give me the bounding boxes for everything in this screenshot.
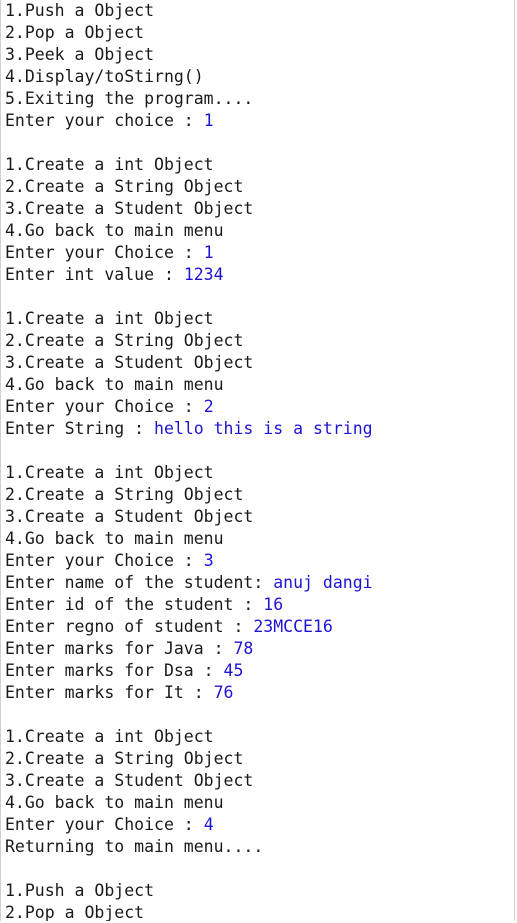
console-line: 4.Display/toStirng() bbox=[5, 66, 514, 88]
console-text: 2.Create a String Object bbox=[5, 749, 244, 768]
console-prompt: Enter marks for It : bbox=[5, 683, 214, 702]
console-prompt: Enter your Choice : bbox=[5, 397, 204, 416]
console-line: 3.Create a Student Object bbox=[5, 352, 514, 374]
console-line bbox=[5, 132, 514, 154]
console-text: 1.Create a int Object bbox=[5, 309, 214, 328]
console-line: Enter your choice : 1 bbox=[5, 110, 514, 132]
console-prompt: Enter String : bbox=[5, 419, 155, 438]
user-input: 2 bbox=[203, 397, 214, 416]
console-line: 4.Go back to main menu bbox=[5, 528, 514, 550]
console-prompt: Enter regno of student : bbox=[5, 617, 254, 636]
console-line: Enter regno of student : 23MCCE16 bbox=[5, 616, 514, 638]
console-text: 3.Create a Student Object bbox=[5, 353, 254, 372]
console-line: Enter marks for Dsa : 45 bbox=[5, 660, 514, 682]
console-line: 2.Create a String Object bbox=[5, 330, 514, 352]
console-line: Enter int value : 1234 bbox=[5, 264, 514, 286]
console-line: 1.Create a int Object bbox=[5, 462, 514, 484]
console-prompt: Enter marks for Dsa : bbox=[5, 661, 224, 680]
console-line: 4.Go back to main menu bbox=[5, 374, 514, 396]
console-text: 1.Create a int Object bbox=[5, 727, 214, 746]
user-input: 1234 bbox=[183, 265, 224, 284]
user-input: 78 bbox=[233, 639, 254, 658]
user-input: 3 bbox=[203, 551, 214, 570]
console-prompt: Enter your Choice : bbox=[5, 551, 204, 570]
console-text: 2.Pop a Object bbox=[5, 903, 145, 921]
console-line: 1.Push a Object bbox=[5, 0, 514, 22]
console-prompt: Enter your choice : bbox=[5, 111, 204, 130]
console-text: 5.Exiting the program.... bbox=[5, 89, 254, 108]
user-input: 1 bbox=[203, 243, 214, 262]
console-line: 2.Pop a Object bbox=[5, 902, 514, 921]
console-line: 2.Pop a Object bbox=[5, 22, 514, 44]
console-text: 1.Push a Object bbox=[5, 1, 155, 20]
console-line bbox=[5, 440, 514, 462]
console-line bbox=[5, 858, 514, 880]
console-line: 2.Create a String Object bbox=[5, 176, 514, 198]
console-line: 3.Peek a Object bbox=[5, 44, 514, 66]
console-text: 3.Create a Student Object bbox=[5, 771, 254, 790]
console-text: 3.Create a Student Object bbox=[5, 507, 254, 526]
console-line: Enter marks for It : 76 bbox=[5, 682, 514, 704]
user-input: anuj dangi bbox=[273, 573, 373, 592]
console-text: 1.Create a int Object bbox=[5, 463, 214, 482]
console-line: Returning to main menu.... bbox=[5, 836, 514, 858]
console-text: 2.Create a String Object bbox=[5, 485, 244, 504]
console-line: 3.Create a Student Object bbox=[5, 198, 514, 220]
console-line: Enter id of the student : 16 bbox=[5, 594, 514, 616]
console-prompt: Enter int value : bbox=[5, 265, 184, 284]
console-line: 5.Exiting the program.... bbox=[5, 88, 514, 110]
console-text: 4.Display/toStirng() bbox=[5, 67, 204, 86]
console-line bbox=[5, 704, 514, 726]
console-prompt: Enter marks for Java : bbox=[5, 639, 234, 658]
console-text: 4.Go back to main menu bbox=[5, 529, 224, 548]
console-line: Enter String : hello this is a string bbox=[5, 418, 514, 440]
console-text: 4.Go back to main menu bbox=[5, 221, 224, 240]
user-input: 76 bbox=[213, 683, 234, 702]
console-text: 2.Create a String Object bbox=[5, 177, 244, 196]
console-text: 3.Peek a Object bbox=[5, 45, 155, 64]
console-line: 2.Create a String Object bbox=[5, 748, 514, 770]
console-line: 4.Go back to main menu bbox=[5, 220, 514, 242]
console-prompt: Enter your Choice : bbox=[5, 815, 204, 834]
console-line: Enter name of the student: anuj dangi bbox=[5, 572, 514, 594]
user-input: 1 bbox=[203, 111, 214, 130]
console-line: 2.Create a String Object bbox=[5, 484, 514, 506]
console-text: 2.Create a String Object bbox=[5, 331, 244, 350]
console-line: Enter your Choice : 4 bbox=[5, 814, 514, 836]
console-line: Enter your Choice : 3 bbox=[5, 550, 514, 572]
console-text: 2.Pop a Object bbox=[5, 23, 145, 42]
user-input: 23MCCE16 bbox=[253, 617, 333, 636]
console-prompt: Enter your Choice : bbox=[5, 243, 204, 262]
user-input: 16 bbox=[263, 595, 284, 614]
console-line: 1.Create a int Object bbox=[5, 726, 514, 748]
user-input: hello this is a string bbox=[154, 419, 373, 438]
console-line: 4.Go back to main menu bbox=[5, 792, 514, 814]
console-text: 4.Go back to main menu bbox=[5, 375, 224, 394]
console-line: Enter marks for Java : 78 bbox=[5, 638, 514, 660]
user-input: 45 bbox=[223, 661, 244, 680]
console-line: 1.Create a int Object bbox=[5, 154, 514, 176]
console-text: 4.Go back to main menu bbox=[5, 793, 224, 812]
console-prompt: Enter id of the student : bbox=[5, 595, 264, 614]
user-input: 4 bbox=[203, 815, 214, 834]
console-text: 1.Push a Object bbox=[5, 881, 155, 900]
console-line: 1.Push a Object bbox=[5, 880, 514, 902]
console-line bbox=[5, 286, 514, 308]
console-line: 3.Create a Student Object bbox=[5, 770, 514, 792]
console-prompt: Enter name of the student: bbox=[5, 573, 274, 592]
console-text: 1.Create a int Object bbox=[5, 155, 214, 174]
console-text: 3.Create a Student Object bbox=[5, 199, 254, 218]
console-line: Enter your Choice : 2 bbox=[5, 396, 514, 418]
console-text: Returning to main menu.... bbox=[5, 837, 264, 856]
console-line: Enter your Choice : 1 bbox=[5, 242, 514, 264]
console-line: 1.Create a int Object bbox=[5, 308, 514, 330]
console-line: 3.Create a Student Object bbox=[5, 506, 514, 528]
